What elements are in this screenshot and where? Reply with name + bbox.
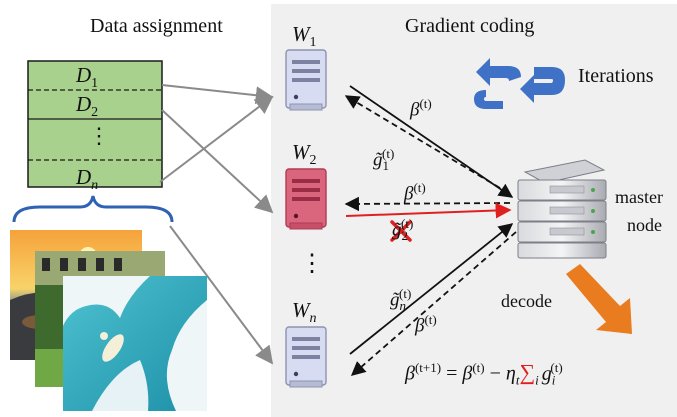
arrow-dn-w1 [159,95,274,183]
g2-message: g̃2(t) [392,216,414,244]
worker-1-server [285,49,327,111]
master-label-line2: node [627,215,662,235]
g1-message: g̃1(t) [373,146,395,174]
decode-arrow [566,264,632,334]
arrow-d2-w2 [161,109,274,214]
iterations-cycle-icon [474,58,565,109]
failure-cross-icon [390,220,412,242]
image-stack [10,230,207,411]
beta-message-wn: β(t) [415,312,437,337]
worker-ellipsis: ⋮ [300,251,324,277]
beta-message-w1: β(t) [410,96,432,121]
decode-label: decode [501,291,552,311]
data-block-d1: D1 [76,63,99,92]
worker-1-label: W1 [292,22,317,51]
arrow-g1-to-master [349,85,514,198]
worker-2-server [285,168,327,230]
master-label-line1: master [615,187,663,207]
data-assignment-title: Data assignment [90,15,223,37]
worker-n-server [285,326,327,388]
gradient-coding-title: Gradient coding [405,15,535,37]
communication-arrows [344,85,517,376]
gn-message: g̃n(t) [390,286,412,314]
data-block-d2: D2 [76,92,99,121]
data-brace [12,195,174,223]
ice-image [63,276,207,411]
worker-2-label: W2 [292,140,317,169]
iterations-label: Iterations [578,65,654,87]
arrow-images-wn [169,225,274,365]
arrow-g2-failed [345,202,512,219]
arrow-gn-to-master [349,223,514,355]
data-block-ellipsis: ⋮ [88,123,110,148]
data-table [27,60,163,188]
worker-n-label: Wn [292,298,317,327]
assignment-arrows [159,84,274,365]
arrow-beta-to-w2 [344,196,511,212]
data-block-dn: Dn [76,165,99,194]
master-server [517,159,607,259]
arrow-d1-w1 [161,84,274,105]
beta-message-w2: β(t) [404,180,426,205]
arrow-beta-to-wn [350,231,517,376]
